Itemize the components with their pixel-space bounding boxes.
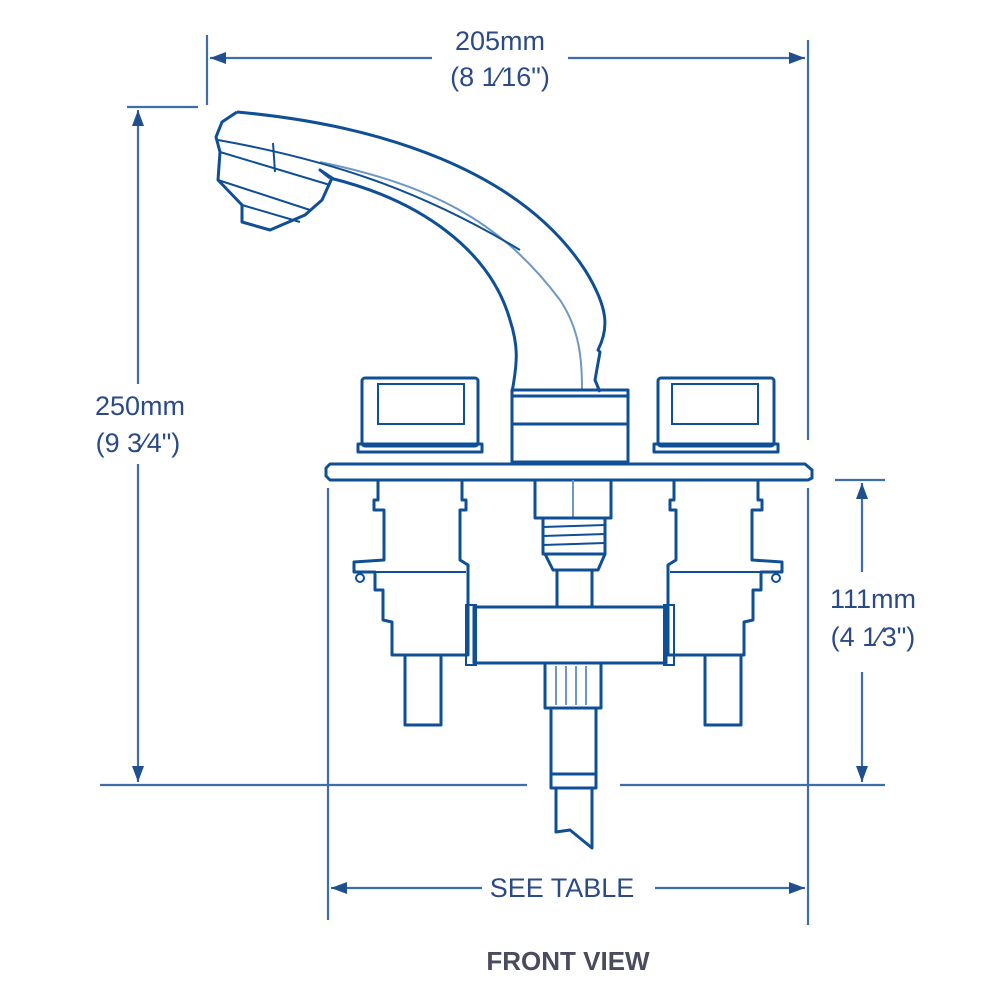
spread-label: SEE TABLE — [490, 873, 635, 903]
arrow-down-icon — [132, 766, 144, 782]
below-deck-dimension: 111mm (4 1⁄3") — [830, 478, 916, 782]
spray-head — [214, 110, 334, 232]
arrow-up-icon — [856, 483, 868, 499]
center-nut — [533, 478, 613, 607]
arrow-right-icon — [789, 52, 805, 64]
width-in-label: (8 1⁄16") — [450, 62, 550, 92]
height-dimension: 250mm (9 3⁄4") — [95, 105, 198, 782]
arrow-left-icon — [331, 882, 347, 894]
center-column — [510, 388, 630, 464]
width-dimension: 205mm (8 1⁄16") — [205, 26, 810, 440]
arrow-left-icon — [210, 52, 226, 64]
left-valve-body — [352, 480, 470, 727]
left-handle[interactable] — [356, 376, 484, 454]
height-in-label: (9 3⁄4") — [96, 428, 181, 458]
height-mm-label: 250mm — [95, 391, 185, 421]
right-handle[interactable] — [652, 376, 780, 454]
right-valve-body — [666, 480, 784, 727]
width-mm-label: 205mm — [455, 26, 545, 56]
deck-plate — [324, 462, 814, 482]
below-deck-in-label: (4 1⁄3") — [831, 622, 916, 652]
outlet-pipe — [543, 661, 603, 850]
spout — [217, 110, 607, 393]
spread-dimension: SEE TABLE — [326, 488, 810, 925]
tee-connector — [465, 604, 675, 666]
arrow-up-icon — [132, 110, 144, 126]
view-caption: FRONT VIEW — [486, 946, 650, 976]
arrow-down-icon — [856, 766, 868, 782]
arrow-right-icon — [789, 882, 805, 894]
below-deck-mm-label: 111mm — [830, 584, 916, 614]
